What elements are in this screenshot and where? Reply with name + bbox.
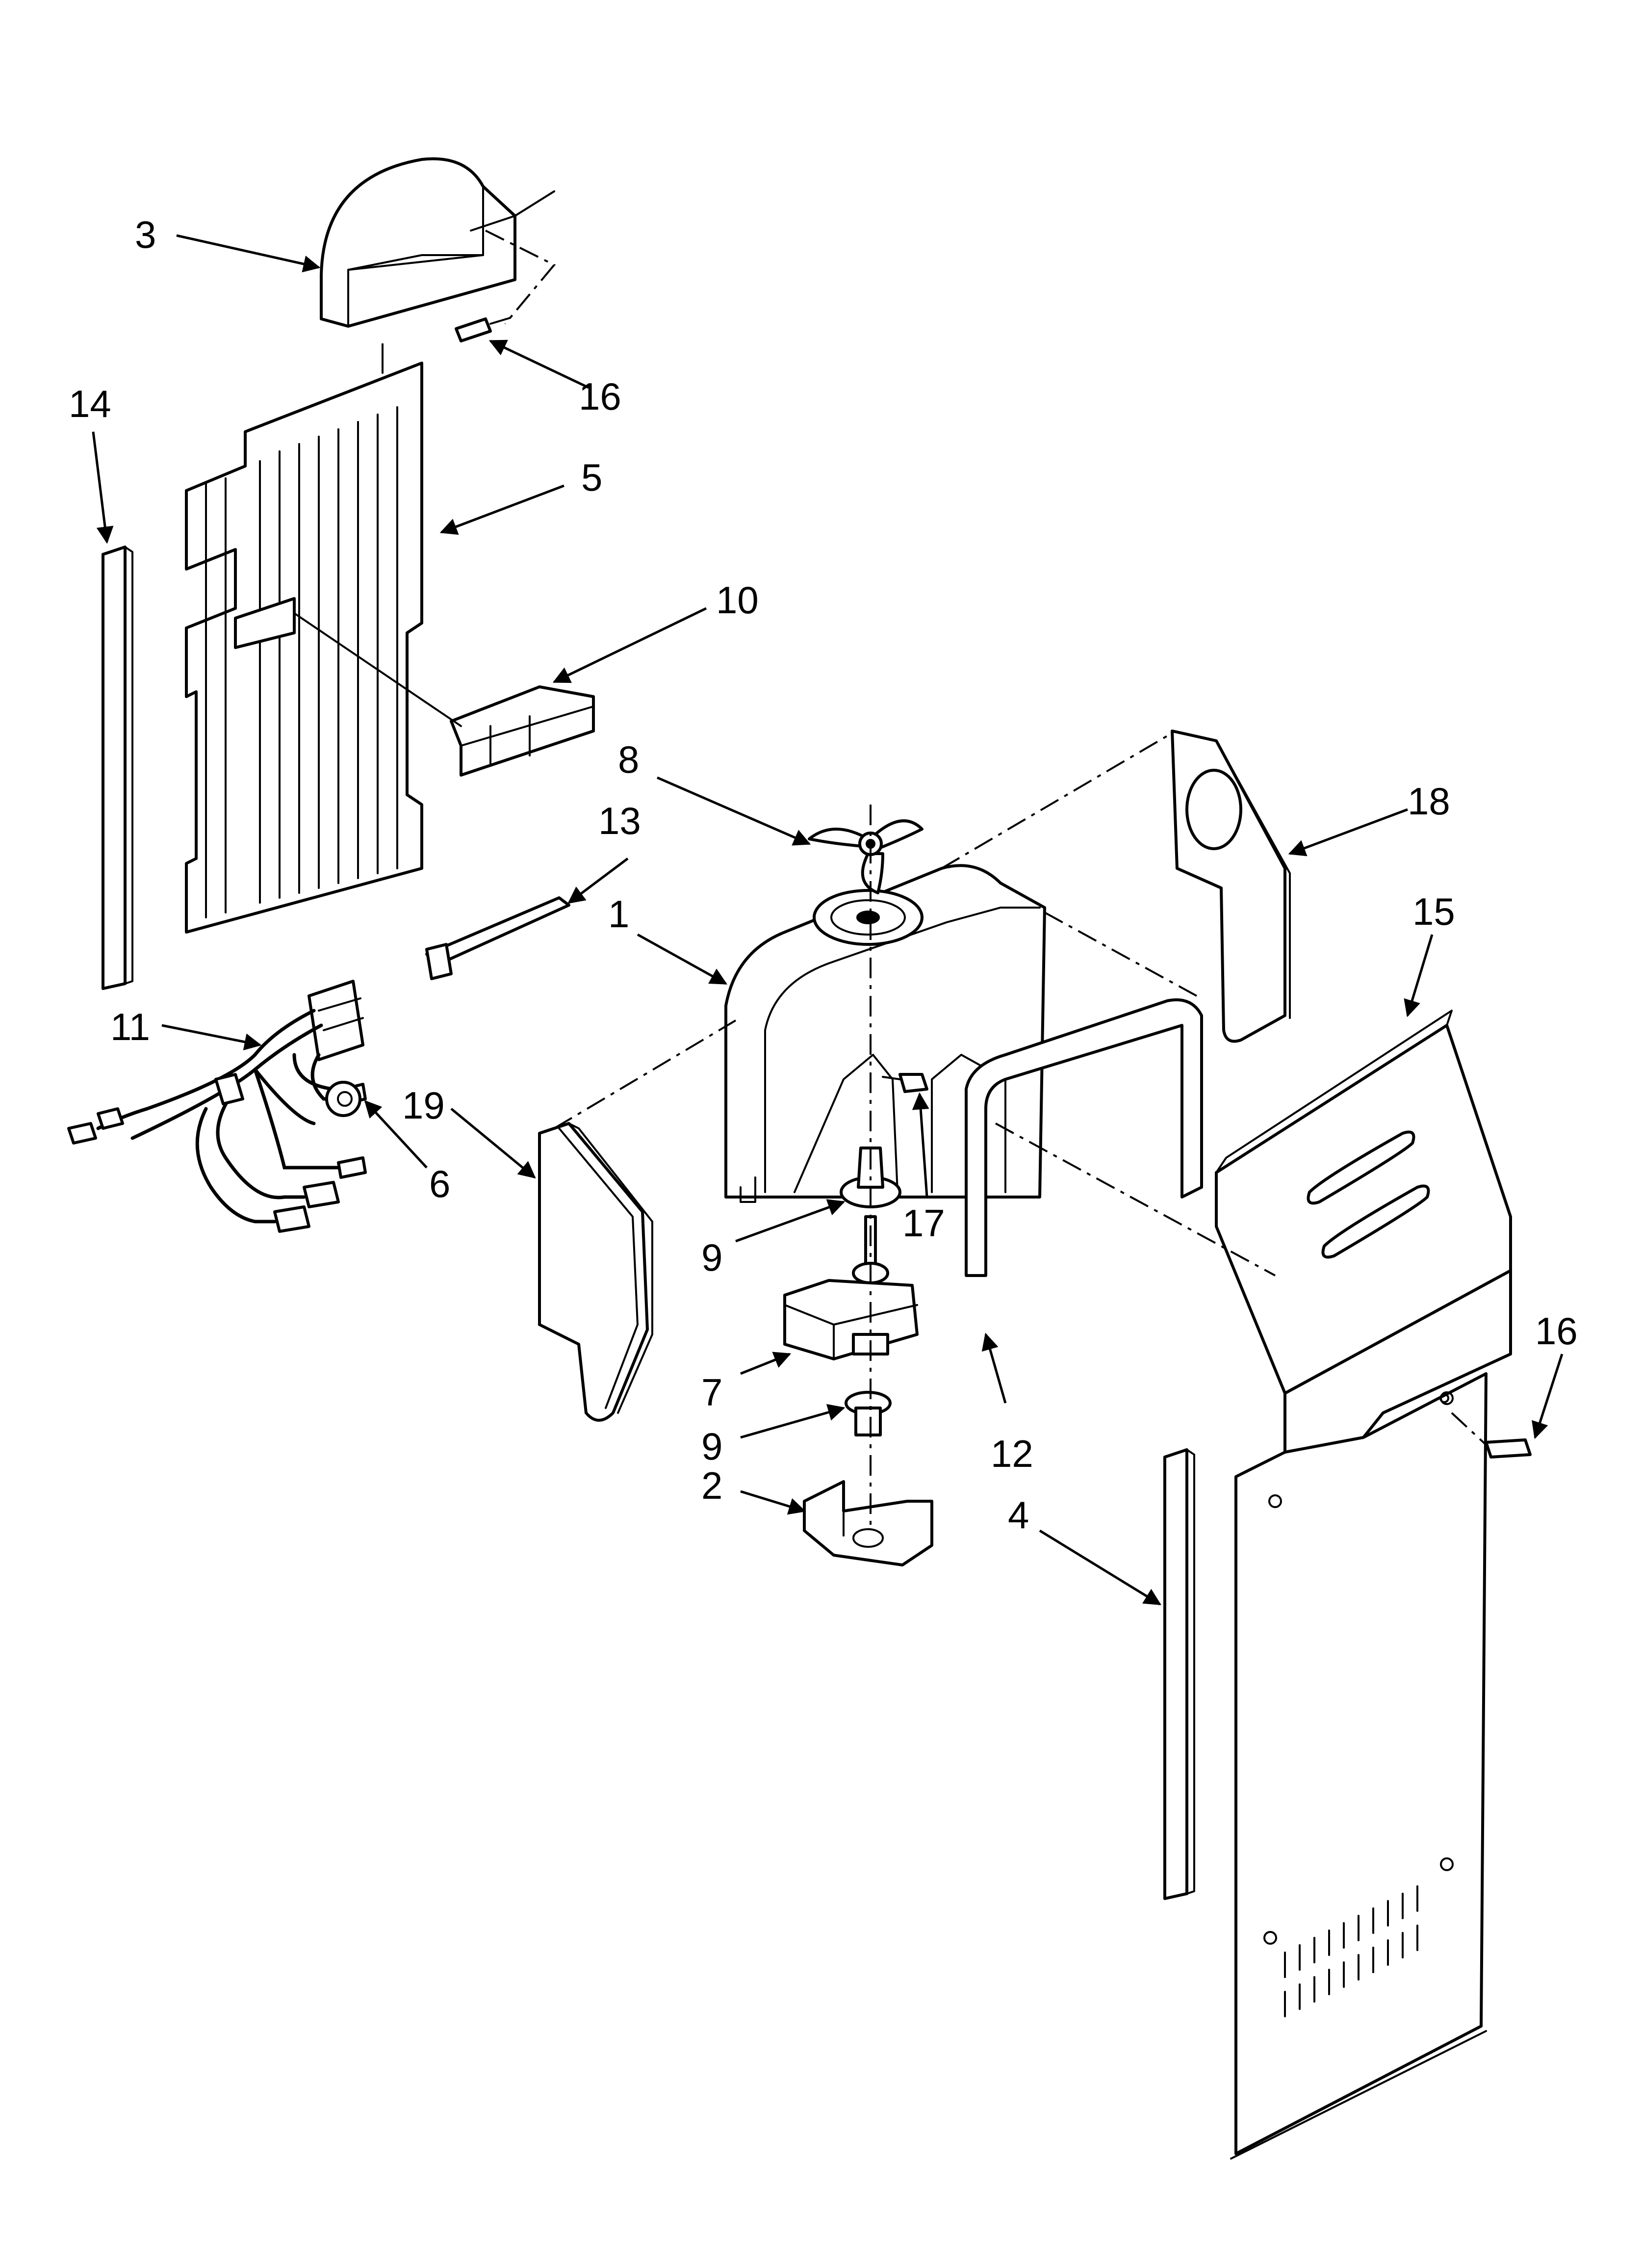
part-u-gasket: [965, 998, 1203, 1277]
callout-3: 3: [135, 213, 156, 256]
part-cable-tie: [425, 896, 570, 980]
part-screw-right: [1439, 1393, 1532, 1459]
part-rear-panel-lower: [1230, 1269, 1512, 2160]
part-screw-17: [882, 1073, 928, 1093]
callout-12: 12: [991, 1432, 1033, 1475]
callout-19: 19: [402, 1084, 445, 1127]
part-screw-top: [455, 317, 511, 342]
callout-2: 2: [701, 1464, 722, 1507]
callout-10: 10: [716, 578, 759, 622]
callout-7: 7: [701, 1371, 722, 1414]
part-fan-motor: [783, 1215, 919, 1360]
callout-17: 17: [902, 1201, 945, 1245]
callout-8: 8: [618, 738, 639, 781]
part-bracket: [293, 612, 595, 777]
part-insulation-block-right: [1171, 730, 1291, 1043]
part-grommet: [325, 1081, 361, 1117]
callout-6: 6: [429, 1162, 450, 1205]
callout-14: 14: [69, 382, 111, 425]
callout-16-top: 16: [579, 375, 621, 418]
part-wire-harness: [67, 980, 367, 1233]
alignment-lines: [382, 230, 1487, 1531]
part-gasket-strip-right: [1163, 1448, 1195, 1900]
part-motor-bracket: [803, 1480, 933, 1566]
part-rear-panel-upper: [1215, 1010, 1512, 1395]
callout-16-right: 16: [1535, 1309, 1578, 1353]
callout-9-upper: 9: [701, 1236, 722, 1279]
part-insulation-block-left: [538, 1122, 653, 1422]
part-fan-housing: [724, 864, 1046, 1203]
callout-4: 4: [1008, 1493, 1029, 1537]
callout-15: 15: [1412, 890, 1455, 933]
callout-labels: 3 16 14 5 10 8 18 13 1 15 11 19 6 17 9 1…: [69, 213, 1578, 1537]
callout-11: 11: [110, 1005, 150, 1048]
part-motor-mount-lower: [845, 1391, 892, 1436]
callout-13: 13: [598, 799, 641, 842]
callout-leaders: [92, 234, 1564, 1606]
callout-5: 5: [581, 456, 602, 499]
part-fan-blade: [808, 819, 924, 894]
part-evaporator-grille: [185, 352, 423, 934]
part-gasket-strip-left: [102, 546, 133, 990]
part-air-duct-cover: [320, 157, 555, 328]
callout-9-lower: 9: [701, 1425, 722, 1468]
callout-1: 1: [608, 892, 629, 936]
callout-18: 18: [1408, 780, 1450, 823]
